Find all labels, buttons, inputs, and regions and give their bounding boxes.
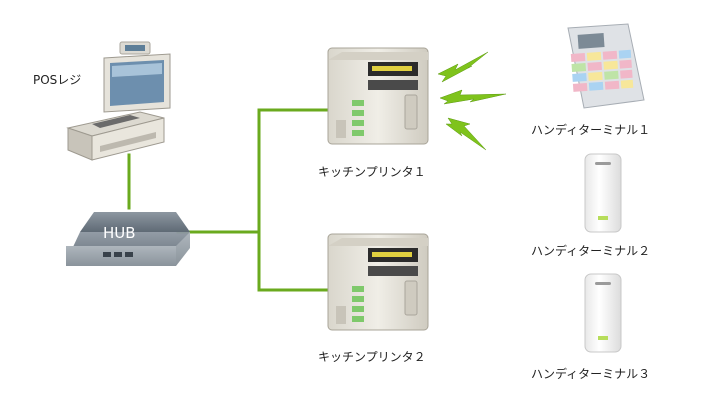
handy-terminal-3-label: ハンディターミナル３: [531, 367, 651, 381]
handy-terminal-icon: [584, 153, 622, 233]
kitchen-printer-icon: [327, 233, 429, 331]
wireless-signal: [437, 51, 507, 151]
network-cables: [127, 108, 332, 292]
lightning-bolt-icon: [437, 51, 489, 83]
handy-terminal-1-label: ハンディターミナル１: [531, 123, 651, 137]
handy-terminal-icon: [584, 273, 622, 353]
kitchen-printer-1-label: キッチンプリンタ１: [318, 165, 426, 179]
network-hub-icon: HUB: [66, 212, 190, 266]
handy-terminal-icon: [567, 23, 645, 109]
lightning-bolt-icon: [439, 89, 507, 105]
lightning-bolt-icon: [445, 117, 487, 151]
kitchen-printer-2-label: キッチンプリンタ２: [318, 350, 426, 364]
hub-label: HUB: [103, 224, 136, 242]
pos-register-label: POSレジ: [33, 73, 82, 87]
kitchen-printer-icon: [327, 47, 429, 145]
handy-terminal-2-label: ハンディターミナル２: [531, 244, 651, 258]
pos-register-icon: [66, 41, 171, 161]
